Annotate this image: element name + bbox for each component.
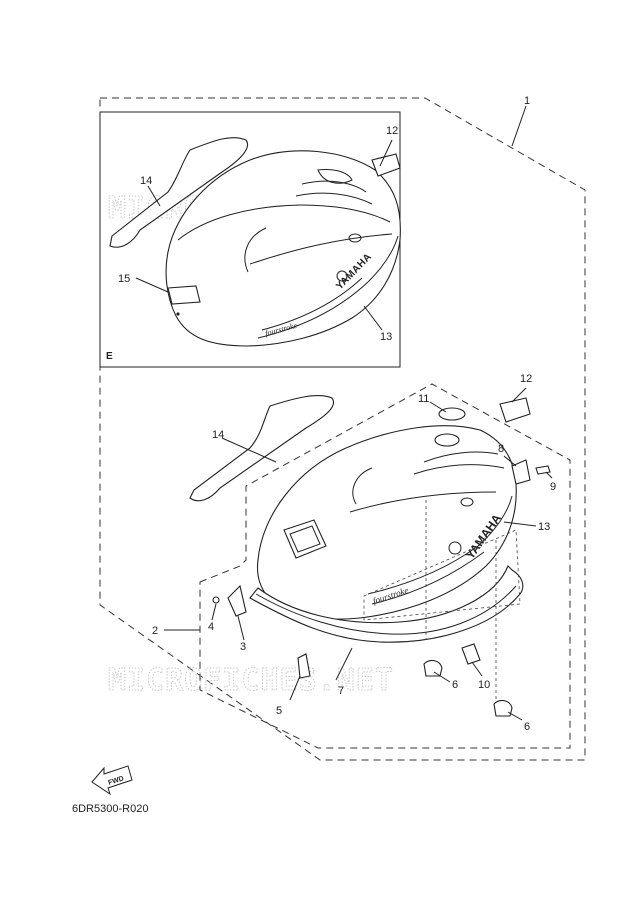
callout-6-a: 6 (452, 679, 458, 691)
callout-5: 5 (276, 705, 282, 717)
callout-13-inset: 13 (380, 331, 392, 343)
callout-14: 14 (212, 429, 224, 441)
callout-12-inset: 12 (386, 125, 398, 137)
leader-lines (135, 105, 553, 721)
reference-code: 6DR5300-R020 (72, 803, 148, 815)
callout-14-inset: 14 (140, 175, 152, 187)
callout-7: 7 (338, 685, 344, 697)
callout-15: 15 (118, 273, 130, 285)
callout-4: 4 (208, 621, 214, 633)
callout-13: 13 (538, 521, 550, 533)
main-cowling: YAMAHA fourstroke (189, 395, 551, 717)
fwd-arrow-icon: FWD (91, 765, 133, 796)
assembly-boundary (99, 97, 586, 761)
callout-12: 12 (520, 373, 532, 385)
callout-6-b: 6 (524, 721, 530, 733)
callout-10: 10 (478, 679, 490, 691)
svg-text:FWD: FWD (107, 775, 124, 787)
callout-2: 2 (152, 625, 158, 637)
callout-9: 9 (550, 481, 556, 493)
callout-3: 3 (240, 641, 246, 653)
inset-cowling: YAMAHA fourstroke (109, 137, 401, 347)
callout-8: 8 (498, 443, 504, 455)
watermark-bottom: MICROFICHES.NET (108, 663, 394, 698)
callout-1: 1 (524, 95, 530, 107)
callout-11: 11 (418, 393, 429, 405)
inset-label: E (106, 351, 113, 362)
